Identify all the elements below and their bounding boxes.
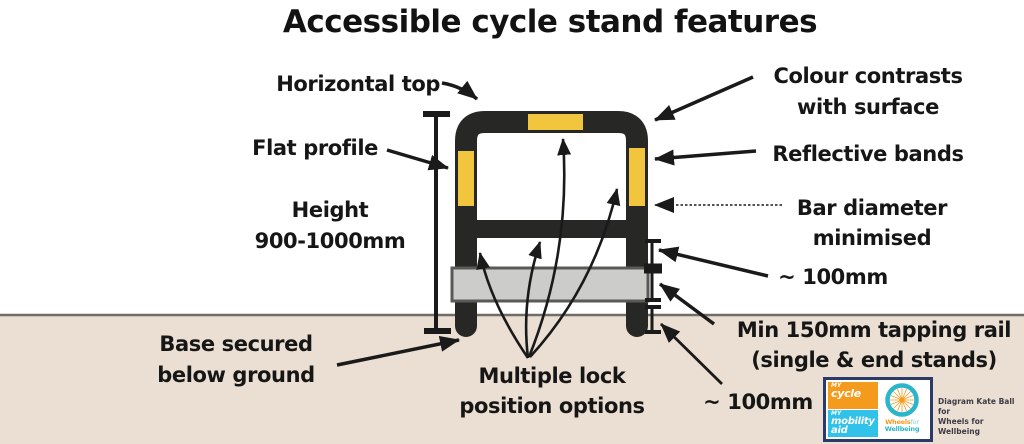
wheel-word-for: for	[910, 418, 920, 426]
wheels-for-wellbeing-text: Wheelsfor Wellbeing	[885, 419, 920, 432]
height-measure-line	[423, 111, 451, 334]
label-tapping-rail-line1: Min 150mm tapping rail	[736, 318, 1012, 342]
label-colour-contrasts: Colour contrasts with surface	[748, 61, 988, 123]
arrow-flat-profile	[386, 148, 449, 171]
wheel-word-wellbeing: Wellbeing	[884, 424, 920, 433]
label-base-secured-line1: Base secured	[159, 332, 313, 356]
logo-my-mobility-aid-block: MY mobility aid	[828, 410, 878, 437]
lock-arrow-mid	[524, 241, 542, 359]
logo-my-cycle-block: MY cycle	[828, 382, 878, 409]
label-bar-diameter-line1: Bar diameter	[796, 196, 948, 220]
label-base-secured-line2: below ground	[157, 363, 315, 387]
measure-tick-lower	[645, 305, 661, 334]
label-tapping-rail-line2: (single & end stands)	[751, 348, 997, 372]
label-bar-diameter: Bar diameter minimised	[752, 193, 992, 253]
label-flat-profile: Flat profile	[252, 136, 378, 160]
label-base-secured: Base secured below ground	[140, 329, 332, 391]
logo-my-mobility-prefix: MY	[831, 410, 842, 417]
credit-line1: Diagram Kate Ball for	[938, 397, 1015, 416]
measure-tick-upper	[644, 239, 662, 269]
wheels-for-wellbeing-logo: Wheelsfor Wellbeing	[881, 382, 923, 437]
label-reflective-bands: Reflective bands	[772, 142, 964, 166]
label-colour-contrasts-line2: with surface	[797, 95, 939, 119]
wheel-word-wheels: Wheels	[885, 418, 911, 426]
credit-line2: Wheels for Wellbeing	[938, 417, 984, 436]
logo-left-column: MY cycle MY mobility aid	[828, 382, 878, 437]
label-height-line2: 900-1000mm	[254, 229, 406, 253]
label-horizontal-top: Horizontal top	[276, 72, 440, 96]
arrow-tapping-rail	[658, 282, 716, 326]
my-cycle-my-mobility-aid-logo: MY cycle MY mobility aid Whe	[823, 377, 933, 442]
label-bar-diameter-line2: minimised	[812, 226, 932, 250]
arrow-colour-contrasts	[654, 75, 754, 122]
label-height: Height 900-1000mm	[230, 195, 430, 257]
label-colour-contrasts-line1: Colour contrasts	[773, 64, 963, 88]
label-multiple-lock-line2: position options	[459, 394, 645, 418]
lock-arrow-right	[529, 188, 621, 358]
label-tapping-rail: Min 150mm tapping rail (single & end sta…	[726, 315, 1022, 375]
logo-aid-word: aid	[831, 425, 848, 436]
diagram-credit: Diagram Kate Ball for Wheels for Wellbei…	[938, 397, 1024, 437]
label-multiple-lock: Multiple lock position options	[432, 361, 672, 421]
wheel-icon	[885, 383, 919, 417]
label-height-line1: Height	[291, 198, 369, 222]
lock-arrow-top	[527, 138, 572, 358]
arrow-horizontal-top	[441, 80, 479, 101]
logo-mobility-word: mobility	[831, 416, 875, 427]
label-100mm-upper: ~ 100mm	[778, 265, 888, 289]
label-multiple-lock-line1: Multiple lock	[478, 364, 626, 388]
page-title: Accessible cycle stand features	[282, 4, 818, 40]
logo-my-cycle-prefix: MY	[831, 382, 842, 389]
arrow-reflective-bands	[654, 149, 757, 166]
arrow-100mm-upper	[658, 246, 769, 278]
arrow-base-secured	[336, 335, 460, 367]
measure-tick-rail	[644, 268, 662, 302]
logo-cycle-word: cycle	[831, 387, 861, 400]
label-100mm-lower: ~ 100mm	[703, 390, 813, 414]
arrow-100mm-lower	[660, 323, 723, 385]
lock-arrow-left	[476, 252, 530, 359]
